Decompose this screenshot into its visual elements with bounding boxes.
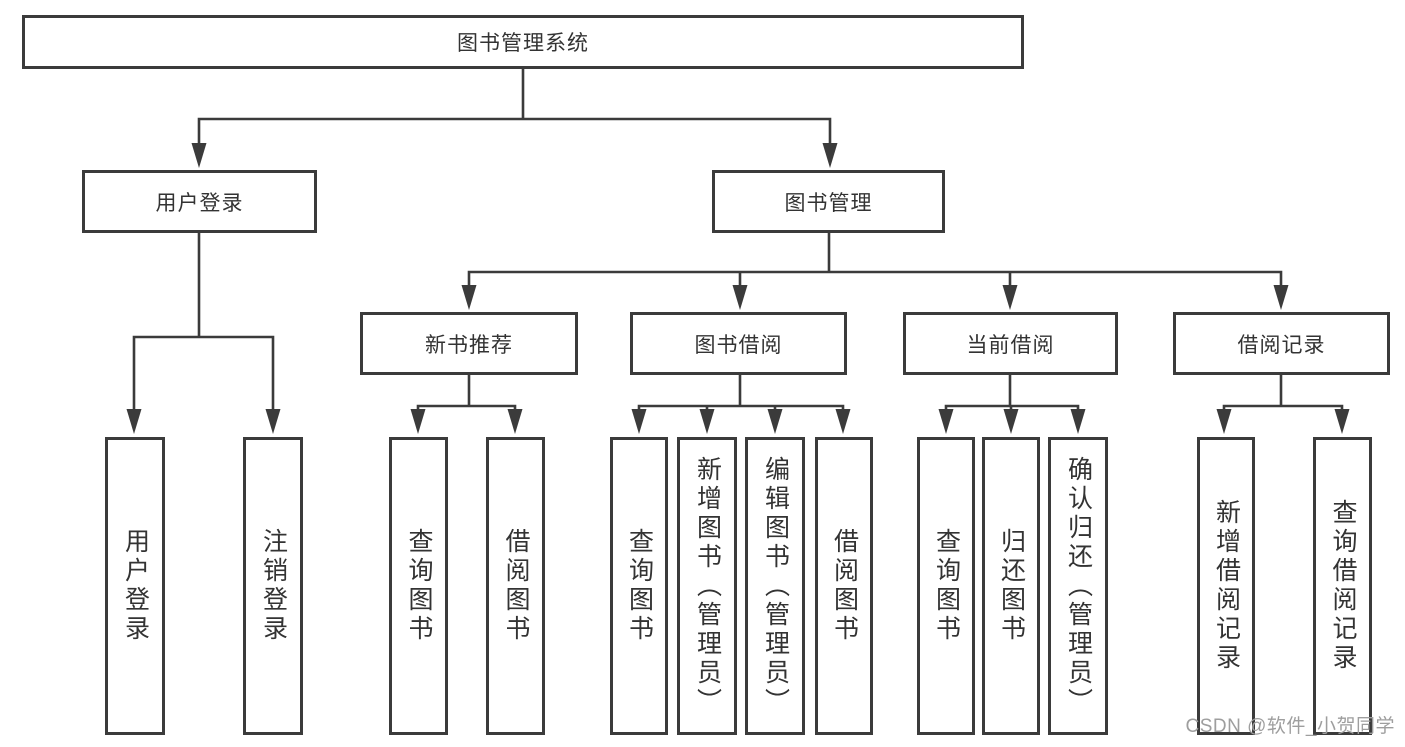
- leaf-confirm-return-admin-label: 确认归还（管理员）: [1064, 455, 1093, 717]
- arrowhead-down-icon: [1002, 285, 1018, 310]
- csdn-watermark: CSDN @软件_小贺同学: [1185, 716, 1395, 737]
- leaf-borrow-query-books-label: 查询图书: [625, 528, 654, 644]
- arrowhead-down-icon: [699, 409, 715, 434]
- leaf-current-query-books: 查询图书: [917, 437, 975, 735]
- arrowhead-down-icon: [732, 285, 748, 310]
- arrowhead-down-icon: [507, 409, 523, 434]
- leaf-recommend-borrow-books: 借阅图书: [486, 437, 545, 735]
- arrowhead-down-icon: [1216, 409, 1232, 434]
- arrowhead-down-icon: [835, 409, 851, 434]
- arrowhead-down-icon: [410, 409, 426, 434]
- arrowhead-down-icon: [822, 143, 838, 168]
- node-book-management-label: 图书管理: [784, 191, 873, 215]
- leaf-borrow-books-label: 借阅图书: [830, 528, 859, 644]
- node-root: 图书管理系统: [22, 15, 1024, 69]
- leaf-user-login: 用户登录: [105, 437, 165, 735]
- leaf-recommend-borrow-books-label: 借阅图书: [502, 528, 530, 644]
- node-root-label: 图书管理系统: [457, 32, 589, 55]
- leaf-return-books: 归还图书: [982, 437, 1040, 735]
- node-book-management: 图书管理: [712, 170, 945, 233]
- node-user-login: 用户登录: [82, 170, 317, 233]
- arrowheads: [126, 143, 1350, 434]
- leaf-borrow-books: 借阅图书: [815, 437, 873, 735]
- leaf-confirm-return-admin: 确认归还（管理员）: [1048, 437, 1108, 735]
- arrowhead-down-icon: [631, 409, 647, 434]
- arrowhead-down-icon: [1273, 285, 1289, 310]
- leaf-add-borrow-record: 新增借阅记录: [1197, 437, 1255, 735]
- node-new-book-recommend: 新书推荐: [360, 312, 578, 375]
- node-book-borrow-label: 图书借阅: [694, 333, 783, 357]
- arrowhead-down-icon: [1070, 409, 1086, 434]
- arrowhead-down-icon: [1334, 409, 1350, 434]
- leaf-recommend-query-books-label: 查询图书: [405, 528, 433, 644]
- leaf-edit-books-admin: 编辑图书（管理员）: [745, 437, 805, 735]
- arrowhead-down-icon: [461, 285, 477, 310]
- leaf-user-login-label: 用户登录: [121, 528, 150, 644]
- arrowhead-down-icon: [265, 409, 281, 434]
- leaf-query-borrow-record: 查询借阅记录: [1313, 437, 1372, 735]
- leaf-current-query-books-label: 查询图书: [932, 528, 961, 644]
- node-user-login-label: 用户登录: [155, 191, 244, 215]
- node-book-borrow: 图书借阅: [630, 312, 847, 375]
- leaf-add-borrow-record-label: 新增借阅记录: [1212, 499, 1241, 673]
- leaf-logout-label: 注销登录: [259, 528, 288, 644]
- arrowhead-down-icon: [191, 143, 207, 168]
- node-borrow-records-label: 借阅记录: [1237, 333, 1326, 357]
- leaf-add-books-admin-label: 新增图书（管理员）: [693, 455, 722, 717]
- node-current-borrow: 当前借阅: [903, 312, 1118, 375]
- leaf-logout: 注销登录: [243, 437, 303, 735]
- node-new-book-recommend-label: 新书推荐: [425, 333, 513, 357]
- leaf-borrow-query-books: 查询图书: [610, 437, 668, 735]
- leaf-query-borrow-record-label: 查询借阅记录: [1329, 499, 1357, 673]
- leaf-return-books-label: 归还图书: [997, 528, 1026, 644]
- leaf-edit-books-admin-label: 编辑图书（管理员）: [761, 455, 790, 717]
- leaf-recommend-query-books: 查询图书: [389, 437, 448, 735]
- arrowhead-down-icon: [767, 409, 783, 434]
- arrowhead-down-icon: [1003, 409, 1019, 434]
- node-current-borrow-label: 当前借阅: [966, 333, 1055, 357]
- leaf-add-books-admin: 新增图书（管理员）: [677, 437, 737, 735]
- arrowhead-down-icon: [126, 409, 142, 434]
- node-borrow-records: 借阅记录: [1173, 312, 1390, 375]
- arrowhead-down-icon: [938, 409, 954, 434]
